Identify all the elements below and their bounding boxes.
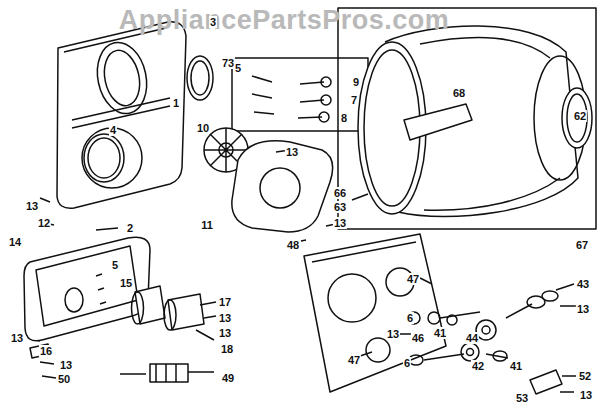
callout-number: 13 [218, 312, 232, 324]
callout-number: 5 [111, 259, 119, 271]
callout-number: 52 [578, 370, 592, 382]
callout-number: 6 [406, 312, 414, 324]
callout-number: 14 [8, 236, 22, 248]
callout-number: 42 [471, 360, 485, 372]
callout-number: 13 [25, 200, 39, 212]
callout-number: 41 [509, 360, 523, 372]
callout-number: 10 [196, 122, 210, 134]
callout-number: 18 [220, 343, 234, 355]
callout-number: 9 [352, 76, 360, 88]
callout-number: 53 [515, 392, 529, 404]
callout-number: 13 [218, 327, 232, 339]
callout-number: 63 [333, 201, 347, 213]
callout-number: 11 [200, 219, 214, 231]
callout-number: 13 [576, 303, 590, 315]
callout-number: 67 [575, 239, 589, 251]
callout-number: 50 [57, 373, 71, 385]
callout-number: 66 [333, 187, 347, 199]
callout-number: 13 [285, 146, 299, 158]
callout-number: 3 [209, 16, 217, 28]
callout-number: 41 [433, 327, 447, 339]
callout-number: 6 [403, 357, 411, 369]
callout-number: 49 [221, 372, 235, 384]
callout-number: 8 [340, 112, 348, 124]
callout-number: 13 [10, 332, 24, 344]
callout-number: 13 [59, 359, 73, 371]
callout-number: 1 [172, 97, 180, 109]
callout-number: 13 [579, 389, 593, 401]
callout-number: 16 [39, 345, 53, 357]
callout-number: 62 [573, 110, 587, 122]
callout-number: 2 [126, 222, 134, 234]
watermark: AppliancePartsPros.com [118, 5, 451, 35]
callout-number: 46 [411, 332, 425, 344]
callout-number: 15 [119, 277, 133, 289]
callout-number: 13 [333, 217, 347, 229]
callout-number: 12 [37, 217, 51, 229]
callout-number: 4 [109, 124, 117, 136]
callout-number: 13 [386, 328, 400, 340]
callout-number: 43 [576, 278, 590, 290]
callout-number: 7 [350, 94, 358, 106]
callout-number: 47 [406, 273, 420, 285]
callout-number: 17 [218, 296, 232, 308]
callout-number: 5 [234, 62, 242, 74]
callout-number: 48 [286, 239, 300, 251]
callout-number: 68 [452, 87, 466, 99]
callout-number: 47 [347, 354, 361, 366]
callout-number: 44 [465, 332, 479, 344]
